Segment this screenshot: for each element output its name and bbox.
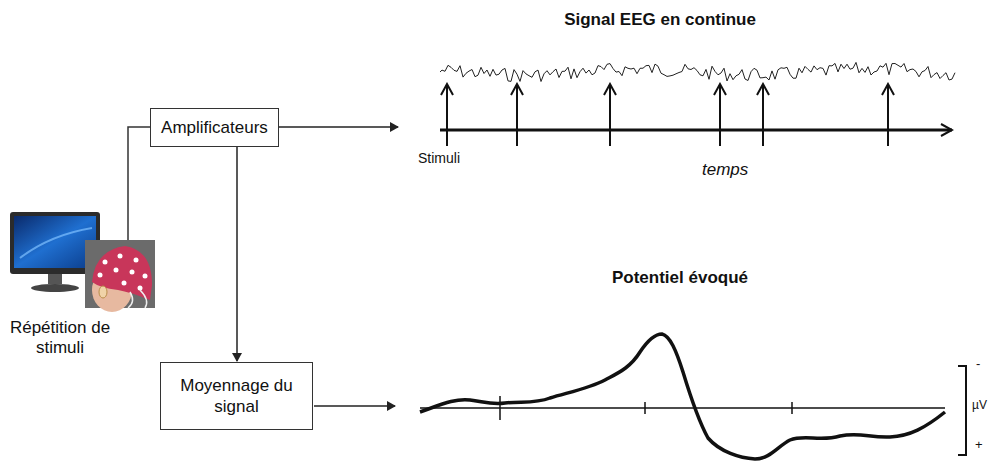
process-box: Moyennage du signal bbox=[160, 362, 313, 430]
scale-bracket bbox=[958, 366, 966, 455]
plot-title: Signal EEG en continue bbox=[564, 10, 756, 30]
plot-title: Potentiel évoqué bbox=[612, 268, 748, 288]
axis-label: Stimuli bbox=[418, 150, 460, 166]
caption-label: Répétition de stimuli bbox=[5, 318, 115, 359]
arrow-to-eeg bbox=[278, 126, 398, 128]
stimulus-arrows bbox=[447, 84, 888, 146]
erp-plot bbox=[420, 334, 945, 459]
eeg-subject-photo bbox=[85, 240, 155, 312]
box-label: Amplificateurs bbox=[161, 117, 268, 138]
eeg-trace bbox=[440, 62, 955, 81]
scale-unit: µV bbox=[972, 398, 987, 412]
arrow-to-erp bbox=[314, 405, 395, 407]
scale-sign: + bbox=[975, 437, 983, 452]
axis-label: temps bbox=[702, 160, 748, 180]
flow-arrow bbox=[236, 147, 238, 361]
scale-sign: - bbox=[976, 356, 980, 371]
box-label: Moyennage du signal bbox=[177, 375, 297, 418]
wire bbox=[128, 127, 152, 240]
process-box: Amplificateurs bbox=[150, 108, 279, 147]
